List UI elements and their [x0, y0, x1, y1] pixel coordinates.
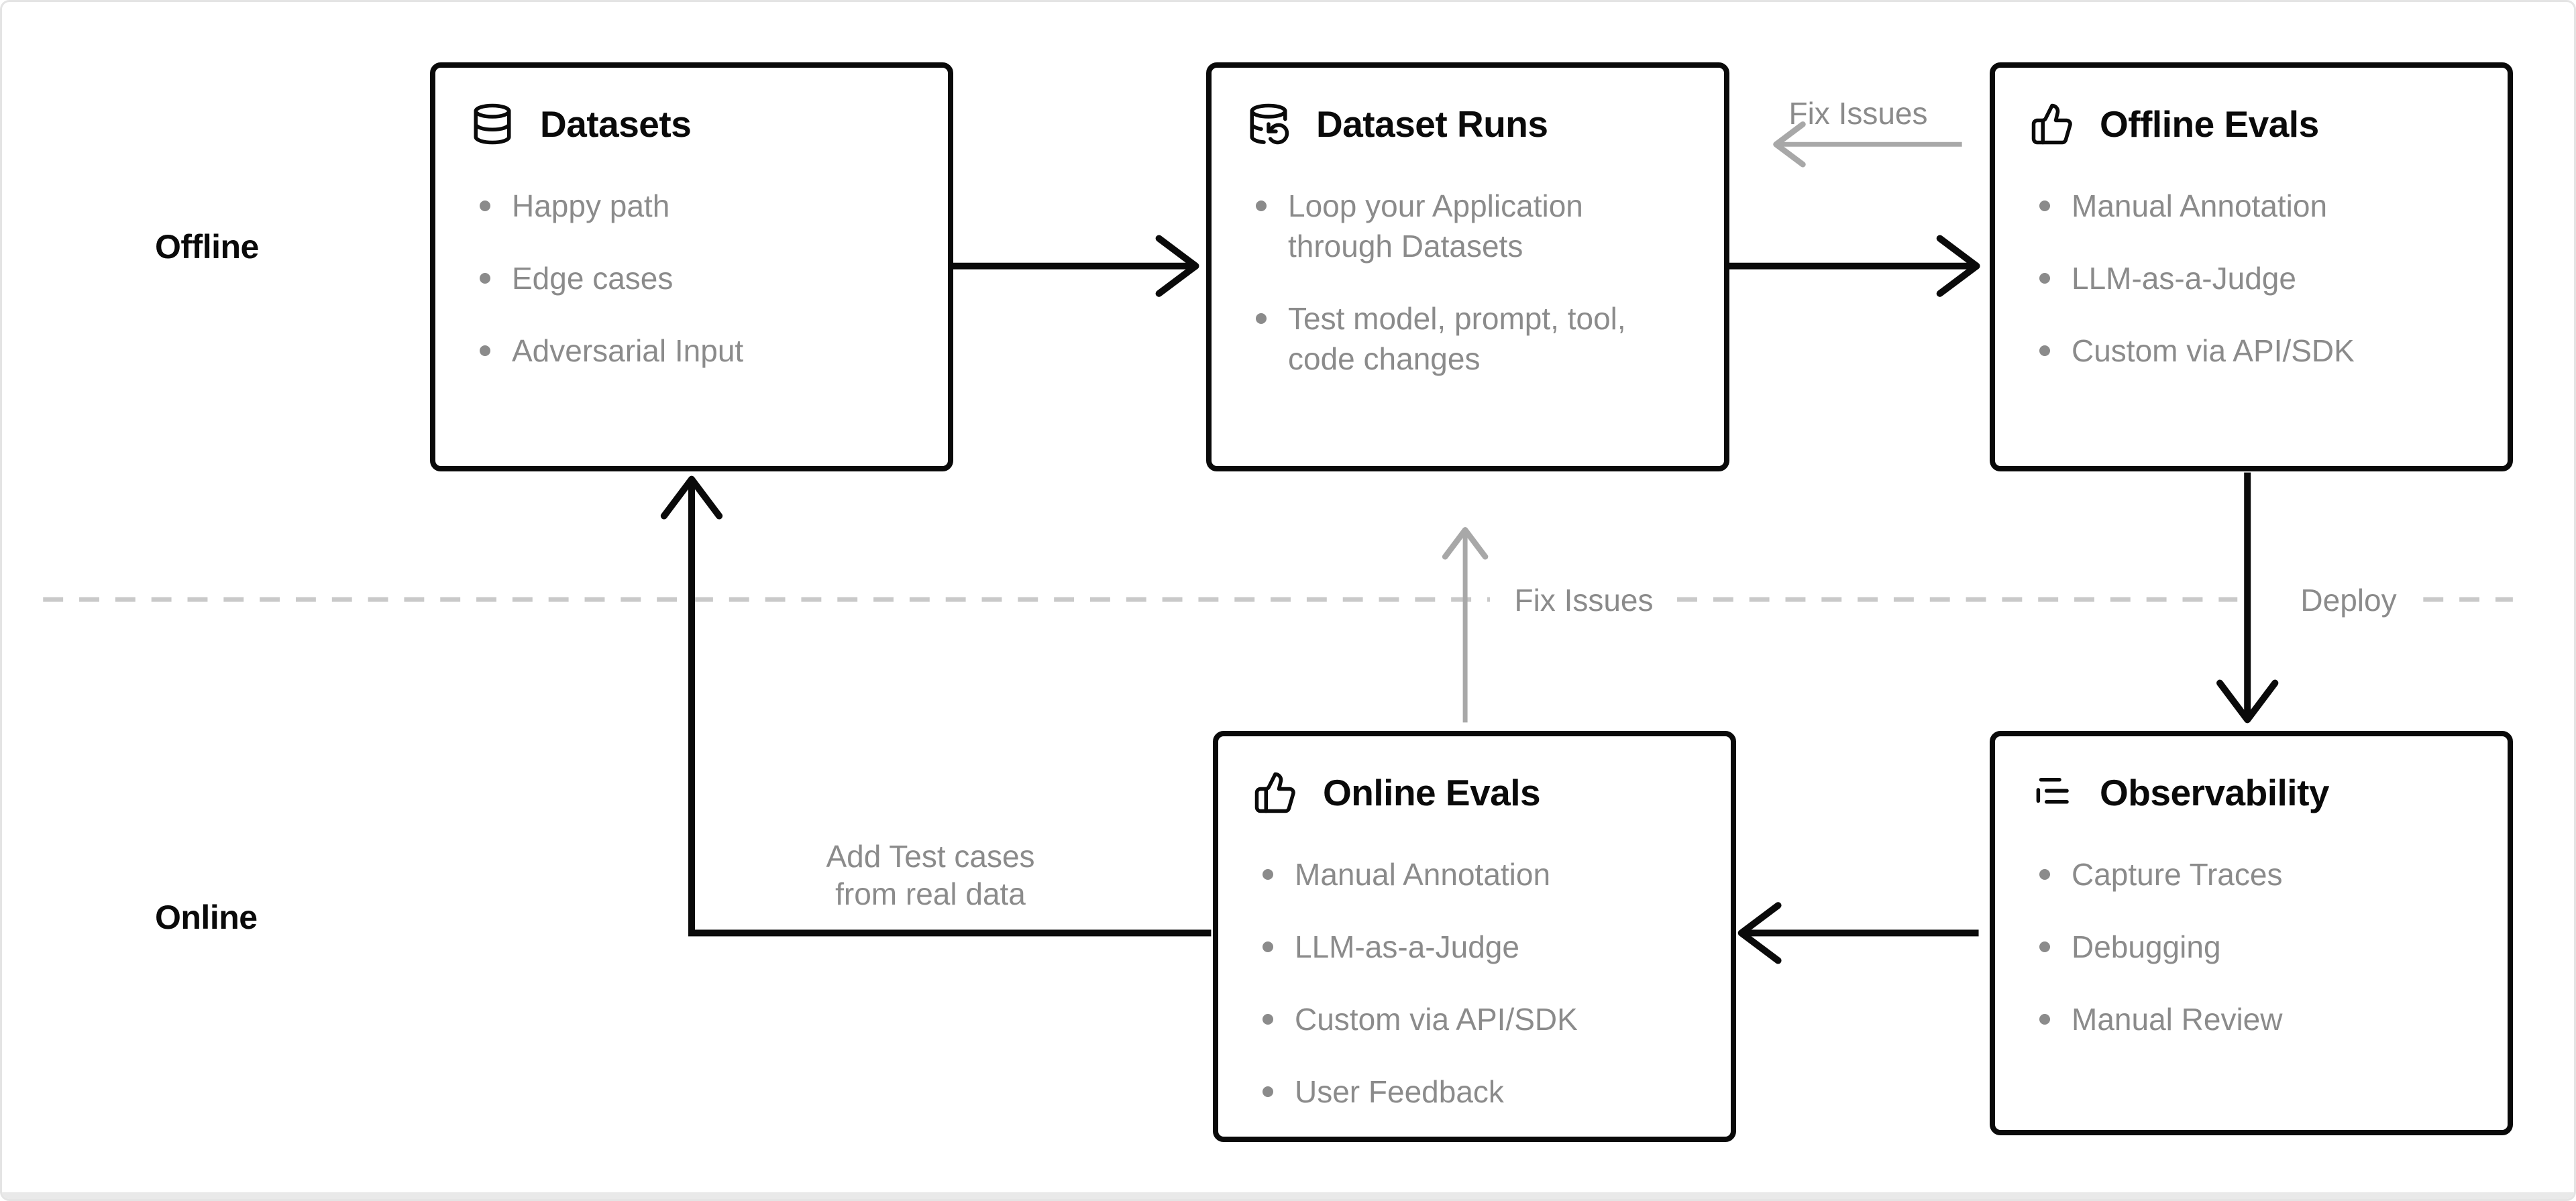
online-evals-header: Online Evals [1253, 768, 1701, 817]
fix-issues-mid-label: Fix Issues [1514, 583, 1654, 618]
list-item: Test model, prompt, tool, code changes [1246, 298, 1662, 379]
observability-header: Observability [2030, 768, 2478, 817]
list-item: Manual Annotation [2030, 186, 2446, 226]
list-item: LLM-as-a-Judge [2030, 258, 2446, 298]
list-item: Debugging [2030, 927, 2446, 967]
offline-evals-header: Offline Evals [2030, 100, 2478, 148]
dataset-runs-list: Loop your Application through Datasets T… [1246, 186, 1695, 379]
database-refresh-icon [1246, 102, 1291, 146]
online-evals-list: Manual Annotation LLM-as-a-Judge Custom … [1253, 854, 1701, 1112]
list-item: Loop your Application through Datasets [1246, 186, 1662, 266]
logs-icon [2030, 770, 2074, 815]
list-item: Manual Annotation [1253, 854, 1669, 895]
list-item: LLM-as-a-Judge [1253, 927, 1669, 967]
offline-evals-title: Offline Evals [2100, 103, 2319, 145]
dataset-runs-title: Dataset Runs [1316, 103, 1548, 145]
datasets-list: Happy path Edge cases Adversarial Input [470, 186, 918, 371]
offline-evals-box: Offline Evals Manual Annotation LLM-as-a… [1990, 62, 2513, 471]
list-item: Adversarial Input [470, 331, 886, 371]
observability-box: Observability Capture Traces Debugging M… [1990, 731, 2513, 1135]
fix-issues-top-label: Fix Issues [1788, 96, 1928, 131]
offline-section-label: Offline [155, 228, 259, 266]
offline-evals-list: Manual Annotation LLM-as-a-Judge Custom … [2030, 186, 2478, 371]
list-item: Custom via API/SDK [1253, 999, 1669, 1039]
list-item: Edge cases [470, 258, 886, 298]
list-item: Capture Traces [2030, 854, 2446, 895]
online-section-label: Online [155, 899, 258, 936]
datasets-title: Datasets [540, 103, 692, 145]
database-icon [470, 102, 515, 146]
online-evals-box: Online Evals Manual Annotation LLM-as-a-… [1213, 731, 1736, 1142]
observability-title: Observability [2100, 772, 2329, 813]
observability-list: Capture Traces Debugging Manual Review [2030, 854, 2478, 1039]
dataset-runs-box: Dataset Runs Loop your Application throu… [1206, 62, 1729, 471]
list-item: Custom via API/SDK [2030, 331, 2446, 371]
thumbs-up-icon [2030, 102, 2074, 146]
datasets-box: Datasets Happy path Edge cases Adversari… [430, 62, 953, 471]
deploy-label: Deploy [2300, 583, 2397, 618]
thumbs-up-icon [1253, 770, 1297, 815]
dataset-runs-header: Dataset Runs [1246, 100, 1695, 148]
add-test-cases-label: Add Test cases from real data [826, 839, 1035, 911]
online-evals-title: Online Evals [1323, 772, 1541, 813]
datasets-header: Datasets [470, 100, 918, 148]
list-item: User Feedback [1253, 1072, 1669, 1112]
list-item: Manual Review [2030, 999, 2446, 1039]
list-item: Happy path [470, 186, 886, 226]
